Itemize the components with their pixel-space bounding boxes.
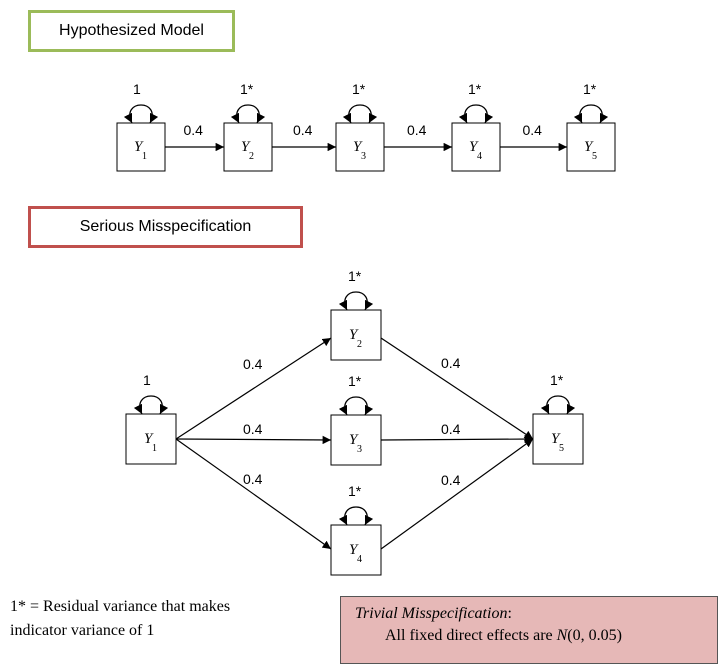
top-node-y5-variance-label: 1* xyxy=(583,81,597,97)
top-node-y4-variance-label: 1* xyxy=(468,81,482,97)
trivial-colon: : xyxy=(507,605,512,622)
bottom-node-y5-subscript: 5 xyxy=(559,443,564,454)
top-node-y4-box xyxy=(451,122,501,172)
top-node-y2-subscript: 2 xyxy=(249,151,254,162)
bottom-node-y3: Y3 1* xyxy=(330,373,382,466)
bottom-node-y3-self-loop xyxy=(338,396,374,416)
bottom-node-y4-subscript: 4 xyxy=(357,554,362,565)
bottom-path-label-1-3: 0.4 xyxy=(243,421,263,437)
trivial-title-row: Trivial Misspecification: xyxy=(355,605,717,623)
top-path-label-3: 0.4 xyxy=(407,122,427,138)
trivial-dist: N xyxy=(556,627,568,644)
bottom-path-label-1-4: 0.4 xyxy=(243,471,263,487)
top-node-y1-variance-label: 1 xyxy=(133,81,141,97)
top-node-y5-variable: Y xyxy=(584,139,594,155)
bottom-node-y5-box xyxy=(532,413,584,465)
top-node-y1: Y11 xyxy=(116,81,166,172)
bottom-node-y4-self-loop xyxy=(338,506,374,526)
top-node-y2-variance-label: 1* xyxy=(240,81,254,97)
top-node-y5-self-loop xyxy=(573,104,609,124)
top-node-y5-subscript: 5 xyxy=(592,151,597,162)
bottom-node-y1-variance-label: 1 xyxy=(143,372,151,388)
serious-misspecification-banner: Serious Misspecification xyxy=(28,206,303,248)
bottom-node-y1-self-loop xyxy=(133,395,169,415)
trivial-title: Trivial Misspecification xyxy=(355,605,508,622)
bottom-node-y2-variable: Y xyxy=(349,327,359,343)
bottom-path-label-1-2: 0.4 xyxy=(243,356,263,372)
hypothesized-model-banner: Hypothesized Model xyxy=(28,10,235,52)
top-node-y4-subscript: 4 xyxy=(477,151,482,162)
trivial-prefix: All fixed direct effects are xyxy=(385,627,557,644)
bottom-node-y1: Y11 xyxy=(125,372,177,465)
bottom-node-y5-variable: Y xyxy=(551,431,561,447)
top-node-y3-self-loop xyxy=(342,104,378,124)
bottom-node-y2-variance-label: 1* xyxy=(348,268,362,284)
top-node-y3-variance-label: 1* xyxy=(352,81,366,97)
top-node-y2-variable: Y xyxy=(241,139,251,155)
bottom-path-1-3 xyxy=(175,435,332,445)
bottom-path-2-5 xyxy=(380,337,534,440)
top-node-y4: Y4 1* xyxy=(451,81,501,172)
bottom-node-y4: Y4 1* xyxy=(330,483,382,576)
hypothesized-model-title: Hypothesized Model xyxy=(59,22,204,39)
bottom-node-y4-variance-label: 1* xyxy=(348,483,362,499)
top-node-y1-subscript: 1 xyxy=(142,151,147,162)
top-node-y2: Y2 1* xyxy=(223,81,273,172)
bottom-node-y2: Y2 1* xyxy=(330,268,382,361)
bottom-node-y5: Y5 1* xyxy=(532,372,584,465)
trivial-misspecification-box: Trivial Misspecification: All fixed dire… xyxy=(340,596,718,664)
bottom-node-y1-variable: Y xyxy=(144,431,154,447)
bottom-path-label-2-5: 0.4 xyxy=(441,355,461,371)
top-path-label-1: 0.4 xyxy=(184,122,204,138)
bottom-node-y2-subscript: 2 xyxy=(357,339,362,350)
bottom-path-4-5 xyxy=(380,438,534,550)
top-node-y4-self-loop xyxy=(458,104,494,124)
bottom-node-y5-self-loop xyxy=(540,395,576,415)
bottom-node-y5-variance-label: 1* xyxy=(550,372,564,388)
bottom-node-y3-subscript: 3 xyxy=(357,444,362,455)
top-path-label-2: 0.4 xyxy=(293,122,313,138)
top-node-y1-variable: Y xyxy=(134,139,144,155)
serious-misspecification-title: Serious Misspecification xyxy=(79,218,252,235)
bottom-node-y4-box xyxy=(330,524,382,576)
bottom-node-y4-variable: Y xyxy=(349,542,359,558)
bottom-node-y2-self-loop xyxy=(338,291,374,311)
bottom-node-y1-subscript: 1 xyxy=(152,443,157,454)
note-line-2: indicator variance of 1 xyxy=(10,622,155,639)
trivial-description: All fixed direct effects are N(0, 0.05) xyxy=(355,627,717,645)
bottom-path-label-4-5: 0.4 xyxy=(441,472,461,488)
top-node-y5-box xyxy=(566,122,616,172)
bottom-node-y3-variance-label: 1* xyxy=(348,373,362,389)
bottom-node-y2-box xyxy=(330,309,382,361)
bottom-path-3-5 xyxy=(380,434,534,444)
note-line-1: 1* = Residual variance that makes xyxy=(10,598,231,615)
bottom-path-label-3-5: 0.4 xyxy=(441,421,461,437)
top-node-y1-box xyxy=(116,122,166,172)
top-node-y2-self-loop xyxy=(230,104,266,124)
bottom-node-y1-box xyxy=(125,413,177,465)
top-node-y3-variable: Y xyxy=(353,139,363,155)
bottom-node-y3-variable: Y xyxy=(349,432,359,448)
bottom-path-1-4 xyxy=(175,438,332,550)
bottom-path-1-2 xyxy=(175,337,332,440)
top-node-y5: Y5 1* xyxy=(566,81,616,172)
trivial-params: (0, 0.05) xyxy=(567,627,622,644)
top-node-y4-variable: Y xyxy=(469,139,479,155)
top-node-y3: Y3 1* xyxy=(335,81,385,172)
top-node-y3-subscript: 3 xyxy=(361,151,366,162)
residual-variance-note: 1* = Residual variance that makes indica… xyxy=(10,595,310,643)
top-node-y1-self-loop xyxy=(123,104,159,124)
top-path-label-4: 0.4 xyxy=(523,122,543,138)
